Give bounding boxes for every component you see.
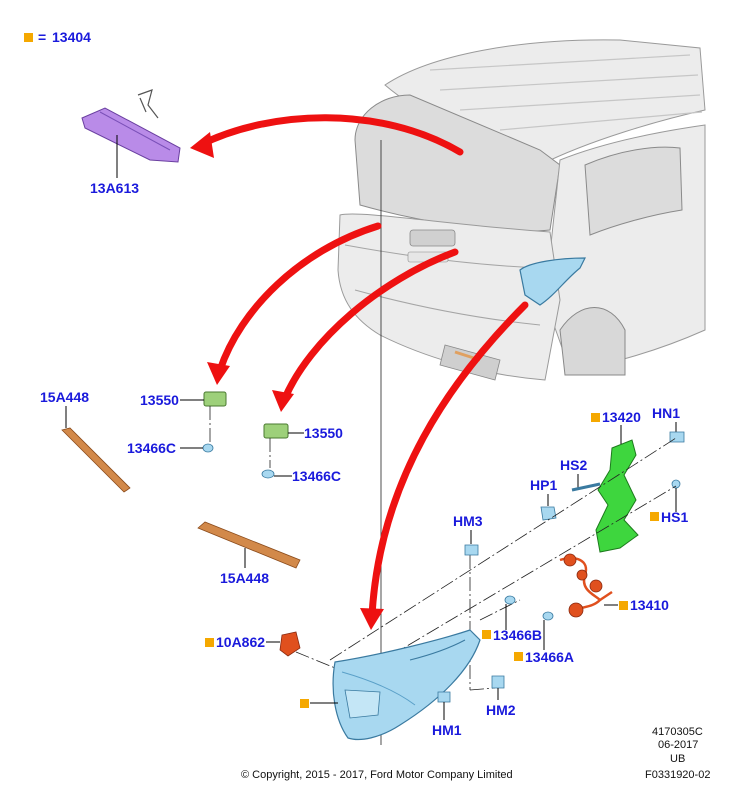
- vehicle-rear-illustration: [337, 39, 706, 745]
- label-HM2: HM2: [486, 702, 516, 718]
- marker-13410-icon: [619, 601, 628, 610]
- assembly-line: [469, 687, 496, 691]
- label-HN1: HN1: [652, 405, 680, 421]
- label-13550-right: 13550: [304, 425, 343, 441]
- part-HM2-nut: [491, 675, 505, 689]
- label-13466A: 13466A: [525, 649, 574, 665]
- vehicle-rear-lamp-highlight: [519, 257, 586, 306]
- meta-code: 4170305C: [652, 726, 703, 738]
- copyright-notice: © Copyright, 2015 - 2017, Ford Motor Com…: [241, 769, 513, 781]
- arrow-to-rear-lamp: [368, 301, 529, 619]
- arrow-head-icon: [190, 132, 214, 158]
- arrow-to-13550-left: [216, 222, 382, 374]
- part-13550-left-module: [203, 391, 227, 407]
- part-HS2-screw: [571, 482, 601, 492]
- label-HS2: HS2: [560, 457, 587, 473]
- arrow-head-icon: [207, 362, 230, 385]
- part-13466B-bulb: [504, 595, 516, 605]
- label-13A613: 13A613: [90, 180, 139, 196]
- label-15A448-top: 15A448: [40, 389, 89, 405]
- arrow-to-13550-right: [281, 248, 459, 402]
- part-10A862-socket: [279, 631, 301, 657]
- part-13550-right-module: [263, 423, 289, 439]
- part-HM1-nut: [437, 691, 451, 703]
- marker-10A862-icon: [205, 638, 214, 647]
- label-15A448-bottom: 15A448: [220, 570, 269, 586]
- legend-code: 13404: [52, 29, 91, 45]
- marker-HS1-icon: [650, 512, 659, 521]
- label-13466C-left: 13466C: [127, 440, 176, 456]
- part-HS1-screw: [671, 479, 681, 489]
- label-HM1: HM1: [432, 722, 462, 738]
- part-13410-wiring-harness: [559, 553, 613, 618]
- label-13466B: 13466B: [493, 627, 542, 643]
- part-15A448-upper-strip: [61, 427, 131, 493]
- part-HP1-pin: [540, 506, 557, 521]
- part-13466A-bulb: [542, 611, 554, 621]
- part-15A448-lower-strip: [197, 521, 301, 569]
- label-HS1: HS1: [661, 509, 688, 525]
- part-13A613-highmount-lamp: [81, 89, 181, 163]
- part-13466C-right-bulb: [261, 469, 275, 479]
- assembly-line: [479, 599, 521, 621]
- part-HM3-nut: [464, 544, 479, 556]
- label-10A862: 10A862: [216, 634, 265, 650]
- label-13420: 13420: [602, 409, 641, 425]
- legend-marker-icon: [24, 33, 33, 42]
- arrow-head-icon: [272, 390, 294, 412]
- arrow-head-icon: [360, 608, 384, 630]
- meta-figure-id: F0331920-02: [645, 769, 710, 781]
- label-HM3: HM3: [453, 513, 483, 529]
- label-HP1: HP1: [530, 477, 557, 493]
- label-13466C-right: 13466C: [292, 468, 341, 484]
- marker-rear-lamp-icon: [300, 699, 309, 708]
- marker-13420-icon: [591, 413, 600, 422]
- meta-date: 06-2017: [658, 739, 698, 751]
- label-13410: 13410: [630, 597, 669, 613]
- marker-13466B-icon: [482, 630, 491, 639]
- part-13466C-left-bulb: [202, 443, 214, 453]
- label-13550-left: 13550: [140, 392, 179, 408]
- arrow-to-13A613: [196, 114, 464, 156]
- part-13420-lamp-bracket: [595, 439, 639, 553]
- part-rear-lamp-assembly: [332, 629, 481, 741]
- assembly-line: [369, 485, 677, 669]
- legend-equals: =: [38, 29, 46, 45]
- marker-13466A-icon: [514, 652, 523, 661]
- meta-region: UB: [670, 753, 685, 765]
- assembly-line: [295, 651, 336, 669]
- assembly-line: [329, 437, 677, 661]
